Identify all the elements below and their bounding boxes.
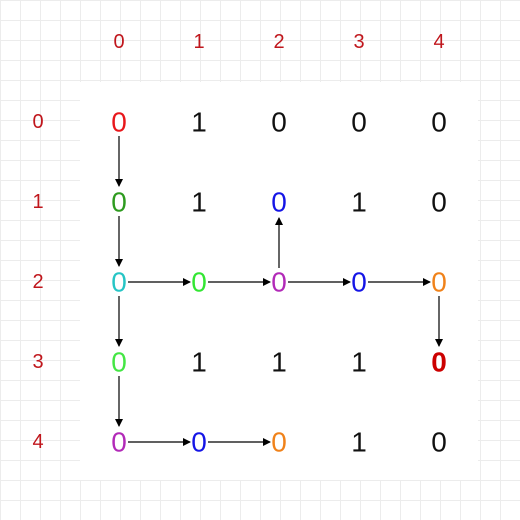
row-index-label: 0 — [32, 111, 43, 133]
matrix-cell: 0 — [271, 267, 287, 298]
column-index-label: 3 — [353, 31, 364, 53]
column-index-label: 0 — [113, 31, 124, 53]
column-index-label: 1 — [193, 31, 204, 53]
matrix-cell: 0 — [351, 107, 367, 138]
matrix-cell: 0 — [111, 107, 127, 138]
column-index-label: 4 — [433, 31, 444, 53]
column-index-label: 2 — [273, 31, 284, 53]
matrix-cell: 1 — [351, 427, 367, 458]
matrix-cell: 0 — [191, 267, 207, 298]
row-index-label: 4 — [32, 431, 43, 453]
row-index-label: 1 — [32, 191, 43, 213]
matrix-cell: 0 — [271, 107, 287, 138]
matrix-cell: 0 — [271, 187, 287, 218]
matrix-cell: 0 — [111, 187, 127, 218]
matrix-cell: 0 — [431, 347, 447, 378]
arrows-layer — [115, 136, 443, 446]
matrix-cell: 1 — [271, 347, 287, 378]
matrix-cell: 0 — [431, 107, 447, 138]
matrix-cell: 0 — [431, 187, 447, 218]
matrix-cell: 1 — [191, 347, 207, 378]
matrix-cell: 0 — [111, 427, 127, 458]
row-index-label: 2 — [32, 271, 43, 293]
matrix-cell: 0 — [351, 267, 367, 298]
matrix-cell: 0 — [111, 267, 127, 298]
cells-layer: 0 1 0 0 0 0 1 0 1 0 0 0 0 0 0 0 1 1 1 0 0 0 0 1 0 — [111, 107, 447, 458]
labels-layer: 0 1 2 3 4 0 1 2 3 4 — [32, 31, 444, 453]
matrix-cell: 1 — [351, 347, 367, 378]
matrix-cell: 1 — [351, 187, 367, 218]
matrix-panel — [80, 82, 478, 480]
matrix-cell: 0 — [191, 427, 207, 458]
row-index-label: 3 — [32, 351, 43, 373]
matrix-cell: 0 — [111, 347, 127, 378]
matrix-cell: 0 — [431, 427, 447, 458]
matrix-cell: 0 — [271, 427, 287, 458]
matrix-cell: 0 — [431, 267, 447, 298]
matrix-cell: 1 — [191, 107, 207, 138]
matrix-cell: 1 — [191, 187, 207, 218]
